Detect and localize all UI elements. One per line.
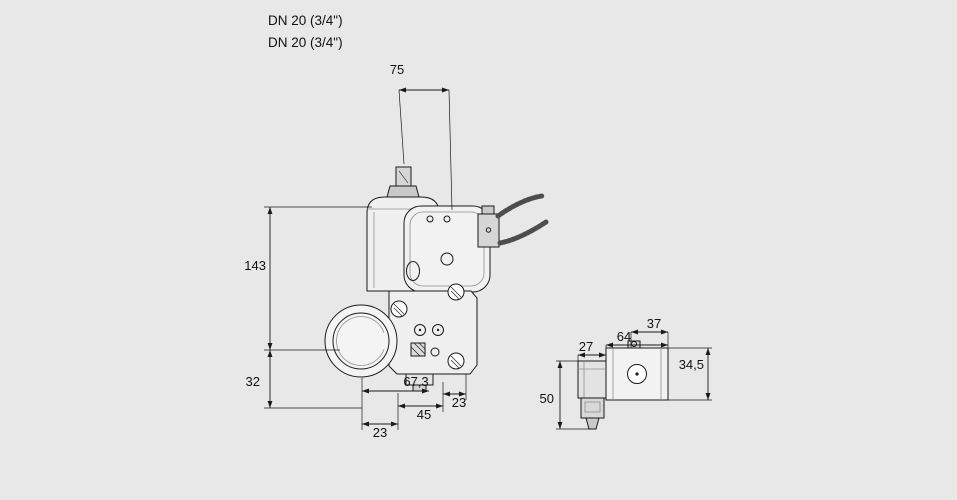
dimension-67-3: 67,3: [362, 374, 429, 394]
cap-nut-facet: [398, 170, 409, 184]
valve-side-view: [577, 340, 669, 430]
dim-label-37: 37: [647, 316, 661, 331]
side-coil: [577, 360, 607, 399]
valve-front-view: [324, 166, 549, 392]
pressure-tap: [410, 342, 426, 357]
side-screw-center: [635, 372, 639, 376]
dim-label-64: 64: [617, 329, 631, 344]
dimension-143: 143: [244, 206, 372, 351]
actuator-bolt-left: [426, 215, 434, 223]
body-screw-right-bottom: [447, 352, 465, 370]
dim-label-27: 27: [579, 339, 593, 354]
thread-arc: [336, 316, 385, 366]
cap-collar: [386, 185, 420, 198]
dim-label-23-right: 23: [452, 395, 466, 410]
side-plug: [580, 397, 605, 419]
dimension-64: 64: [605, 329, 668, 348]
dim-label-67-3: 67,3: [403, 374, 428, 389]
actuator-screw: [440, 252, 454, 266]
actuator-inner-edge: [409, 211, 485, 287]
dimension-bottom-group: 67,3 23 45 23: [361, 374, 467, 440]
dim-label-23-left: 23: [373, 425, 387, 440]
dim-label-45: 45: [417, 407, 431, 422]
plug-screw: [485, 227, 492, 233]
title-line-1: DN 20 (3/4"): [268, 13, 343, 28]
pilot-port-left: [414, 324, 426, 336]
actuator-window: [406, 261, 420, 281]
dim-label-143: 143: [244, 258, 266, 273]
cable-icon: [497, 219, 549, 246]
cap-nut: [395, 166, 412, 187]
inlet-flange-bore: [332, 312, 390, 370]
dim-label-75: 75: [390, 62, 404, 77]
small-port: [430, 347, 440, 357]
pilot-port-right-center: [436, 328, 440, 332]
dimension-27: 27: [577, 339, 607, 361]
dimension-45: 45: [398, 403, 443, 422]
inlet-flange-outer: [324, 304, 398, 378]
dimension-34-5: 34,5: [668, 347, 712, 401]
dimension-50: 50: [540, 360, 589, 430]
title-line-2: DN 20 (3/4"): [268, 35, 343, 50]
side-plug-inner: [584, 401, 601, 413]
dimension-23-left: 23: [362, 421, 398, 440]
dim-label-50: 50: [540, 391, 554, 406]
dim-label-32: 32: [246, 374, 260, 389]
cable-icon: [495, 193, 545, 219]
dimension-75: 75: [390, 62, 453, 211]
pilot-port-right: [432, 324, 444, 336]
actuator-bolt-right: [443, 215, 451, 223]
dimension-23-right: 23: [443, 391, 466, 410]
plug-connector: [477, 213, 500, 248]
body-screw-top: [390, 300, 408, 318]
pilot-port-left-center: [418, 328, 422, 332]
cable-gland: [585, 417, 600, 430]
body-screw-right-top: [447, 283, 465, 301]
dim-label-34-5: 34,5: [679, 357, 704, 372]
dimension-32: 32: [246, 350, 362, 409]
